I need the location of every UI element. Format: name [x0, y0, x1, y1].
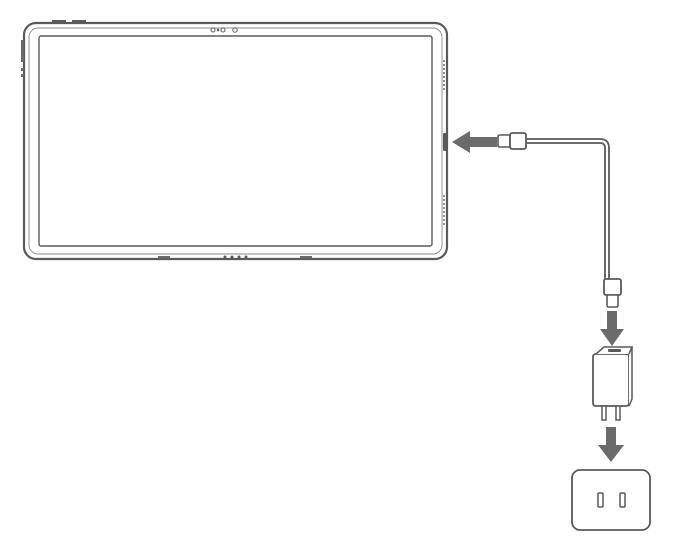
power-button [72, 20, 86, 23]
left-speaker-icon [21, 40, 24, 77]
camera-cluster-icon [210, 27, 238, 33]
adapter-usb-port [608, 349, 621, 352]
power-adapter-icon [592, 346, 634, 421]
adapter-body [592, 353, 630, 407]
outlet-slot-left [597, 492, 604, 508]
outlet-face [571, 469, 651, 531]
volume-button [52, 20, 66, 23]
adapter-prong-right [615, 405, 621, 421]
cable-connector-tablet-end [497, 132, 527, 150]
bottom-speaker-right [300, 256, 312, 259]
arrow-into-outlet [598, 427, 624, 462]
bottom-speaker-left [158, 256, 170, 259]
pogo-pin-connector-icon [223, 255, 248, 259]
cable-connector-adapter-end [603, 278, 622, 308]
arrow-into-adapter [600, 311, 624, 346]
usb-c-cable-icon [497, 132, 622, 308]
usb-c-port-icon [443, 133, 448, 151]
cable-line-inner [526, 142, 606, 279]
outlet-slot-right [619, 492, 626, 508]
tablet-icon [21, 20, 449, 261]
arrow-into-tablet [452, 131, 497, 153]
wall-outlet-icon [571, 469, 651, 531]
cable-line [526, 138, 610, 279]
tablet-screen [38, 35, 433, 247]
adapter-prong-left [601, 405, 607, 421]
